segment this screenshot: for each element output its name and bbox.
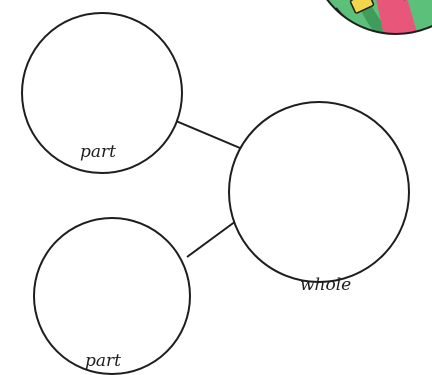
- part-label-top: part: [80, 142, 116, 162]
- part-circle-top: part: [22, 13, 182, 173]
- whole-label: whole: [300, 275, 351, 295]
- connector-line-bottom: [187, 221, 236, 257]
- corner-illustration: [300, 0, 432, 40]
- connector-line-top: [176, 121, 240, 148]
- whole-circle: whole: [229, 102, 409, 295]
- part-circle-bottom: part: [34, 218, 190, 374]
- part-label-bottom: part: [85, 351, 121, 371]
